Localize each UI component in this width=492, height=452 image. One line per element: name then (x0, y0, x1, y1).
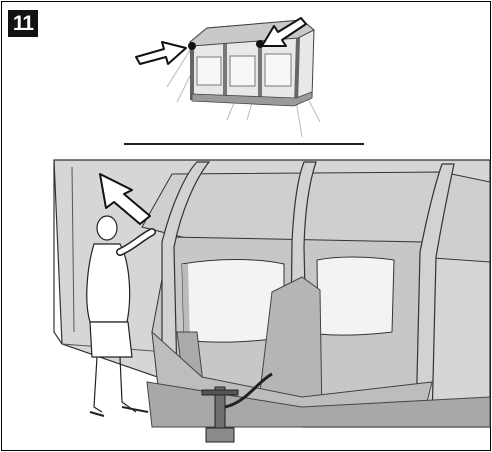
instruction-page: 11 (1, 1, 491, 451)
inflating-awning-illustration (2, 2, 492, 452)
